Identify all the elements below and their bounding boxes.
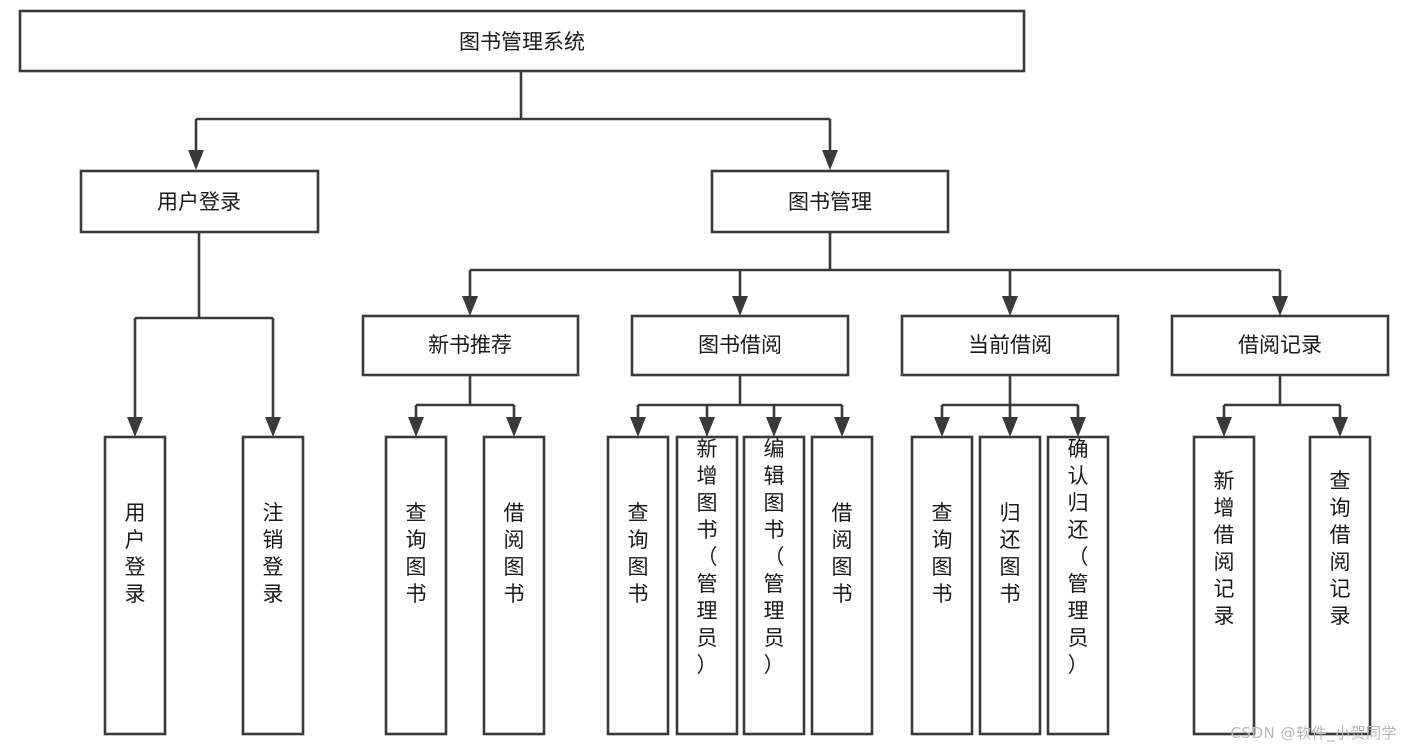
node-box [1308,435,1372,736]
node-box [606,435,670,736]
arrow-head-icon [732,296,748,316]
node-label: 当前借阅 [968,333,1052,357]
csdn-watermark: CSDN @软件_小贺同学 [1230,724,1397,742]
arrow-head-icon [699,417,715,437]
arrow-head-icon [408,417,424,437]
node-box [900,314,1120,377]
node-new-book-recommend[interactable]: 新书推荐 [361,314,580,377]
node-leaf-return-book[interactable]: 归还图书 [978,435,1042,736]
node-label: 用户登录 [157,190,241,214]
arrow-head-icon [766,417,782,437]
node-label: 归还图书 [1000,501,1021,606]
node-label: 编辑图书（管理员） [764,437,785,677]
node-book-borrow[interactable]: 图书借阅 [630,314,850,377]
node-current-borrow[interactable]: 当前借阅 [900,314,1120,377]
node-leaf-query-book-current[interactable]: 查询图书 [910,435,974,736]
node-box [1170,314,1390,377]
arrow-head-icon [822,150,838,170]
arrow-head-icon [1332,417,1348,437]
arrow-head-icon [1002,296,1018,316]
arrow-head-icon [506,417,522,437]
node-label: 注销登录 [263,501,284,606]
node-box [241,435,305,736]
node-label: 查询借阅记录 [1330,469,1351,628]
connector-root-to-level2 [188,71,838,170]
node-box [361,314,580,377]
node-user-login[interactable]: 用户登录 [79,169,320,234]
connector-borrow-record-to-leaves [1216,375,1348,437]
node-leaf-query-borrow-record[interactable]: 查询借阅记录 [1308,435,1372,736]
node-label: 借阅记录 [1238,333,1322,357]
arrow-head-icon [1272,296,1288,316]
node-label: 确认归还（管理员） [1068,437,1089,677]
node-leaf-query-book-borrow[interactable]: 查询图书 [606,435,670,736]
node-box [675,435,739,736]
node-label: 用户登录 [125,501,146,606]
node-box [742,435,806,736]
node-box [810,435,874,736]
connector-book-mgmt-to-level3 [462,232,1288,316]
node-box [1192,435,1256,736]
node-borrow-record[interactable]: 借阅记录 [1170,314,1390,377]
node-label: 查询图书 [932,501,953,606]
node-box [1046,435,1110,736]
node-book-management[interactable]: 图书管理 [710,169,950,234]
node-leaf-add-book-admin[interactable]: 新增图书（管理员） [675,435,739,736]
arrow-head-icon [188,150,204,170]
node-root-book-management-system[interactable]: 图书管理系统 [18,9,1026,73]
connector-user-login-to-leaves [127,232,281,437]
node-leaf-confirm-return-admin[interactable]: 确认归还（管理员） [1046,435,1110,736]
arrow-head-icon [630,417,646,437]
node-box [18,9,1026,73]
node-box [910,435,974,736]
connector-new-book-to-leaves [408,375,522,437]
arrow-head-icon [1002,417,1018,437]
node-label: 图书借阅 [698,333,782,357]
arrow-head-icon [1216,417,1232,437]
node-label: 查询图书 [628,501,649,606]
node-leaf-add-borrow-record[interactable]: 新增借阅记录 [1192,435,1256,736]
node-box [103,435,167,736]
node-box [630,314,850,377]
node-box [482,435,546,736]
node-leaf-logout[interactable]: 注销登录 [241,435,305,736]
arrow-head-icon [934,417,950,437]
connector-current-borrow-to-leaves [934,375,1086,437]
arrow-head-icon [127,417,143,437]
node-label: 新增借阅记录 [1214,469,1235,628]
connector-book-borrow-to-leaves [630,375,850,437]
node-label: 新书推荐 [428,333,512,357]
node-label: 借阅图书 [504,501,525,606]
arrow-head-icon [1070,417,1086,437]
node-leaf-query-book-recommend[interactable]: 查询图书 [384,435,448,736]
node-leaf-user-login[interactable]: 用户登录 [103,435,167,736]
node-leaf-edit-book-admin[interactable]: 编辑图书（管理员） [742,435,806,736]
node-box [710,169,950,234]
node-label: 借阅图书 [832,501,853,606]
node-leaf-borrow-book[interactable]: 借阅图书 [810,435,874,736]
node-box [79,169,320,234]
node-box [384,435,448,736]
node-label: 图书管理 [788,190,872,214]
node-label: 图书管理系统 [459,30,585,54]
node-label: 新增图书（管理员） [697,437,718,677]
arrow-head-icon [462,296,478,316]
node-leaf-borrow-book-recommend[interactable]: 借阅图书 [482,435,546,736]
node-box [978,435,1042,736]
arrow-head-icon [834,417,850,437]
arrow-head-icon [265,417,281,437]
node-label: 查询图书 [406,501,427,606]
